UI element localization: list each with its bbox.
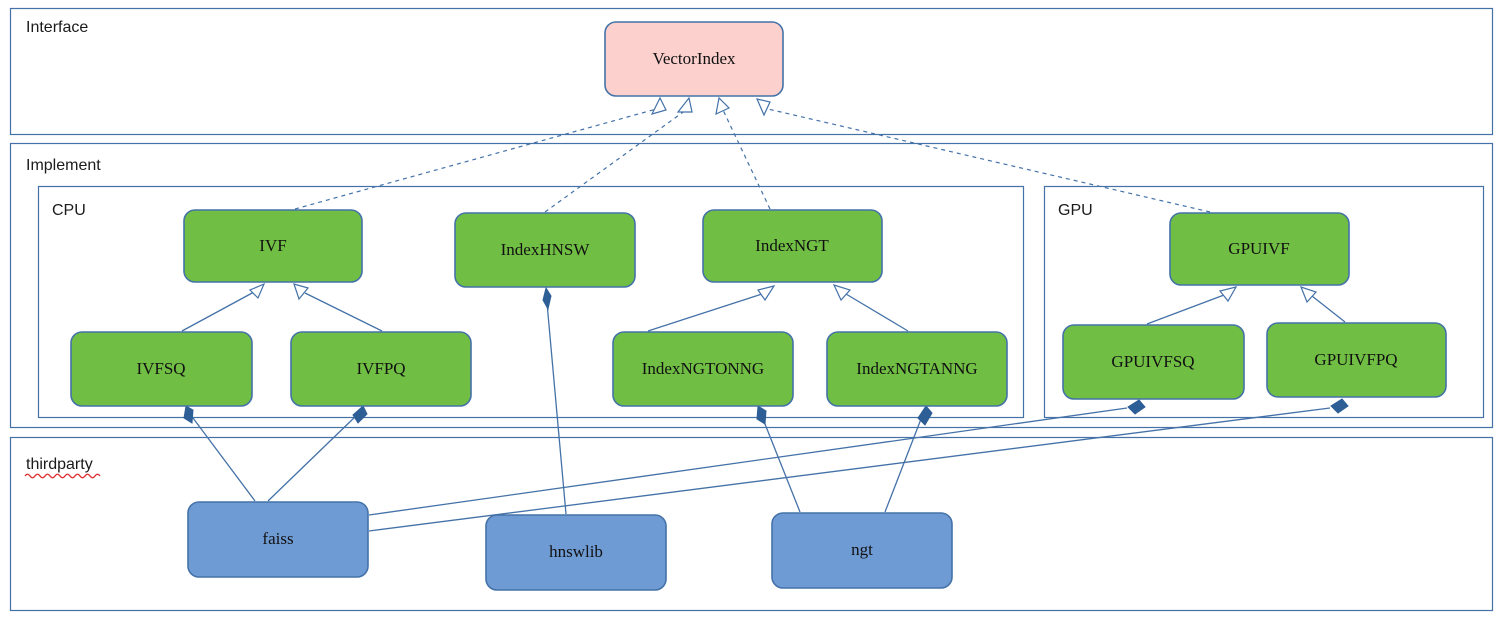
node-ivfpq-rect <box>290 331 472 407</box>
group-gpu-label: GPU <box>1058 202 1093 219</box>
spellcheck-squiggle-icon <box>24 473 101 479</box>
edge-ivfsq-to-ivf[interactable] <box>181 282 266 332</box>
edge-indexngtonng-to-indexngt[interactable] <box>647 285 776 332</box>
edge-ngt-to-indexngtanng[interactable] <box>884 405 933 513</box>
node-indexngtonng[interactable]: IndexNGTONNG <box>612 331 794 407</box>
node-indexngt-label: IndexNGT <box>755 236 829 255</box>
node-ngt-rect <box>771 512 953 589</box>
node-indexhnsw-rect <box>454 212 636 288</box>
hollow-triangle-arrowhead <box>715 96 731 116</box>
group-interface-label: Interface <box>26 19 88 36</box>
edges-composition <box>183 286 1349 532</box>
node-gpuivf[interactable]: GPUIVF <box>1169 212 1350 286</box>
edge-gpuivfpq-to-gpuivf[interactable] <box>1299 286 1346 323</box>
node-indexngt[interactable]: IndexNGT <box>702 209 883 283</box>
hollow-triangle-arrowhead <box>293 283 310 301</box>
filled-diamond-marker <box>756 405 767 425</box>
edge-ivfpq-to-ivf[interactable] <box>293 283 383 332</box>
node-vectorindex-rect <box>604 21 784 97</box>
node-gpuivfpq[interactable]: GPUIVFPQ <box>1266 322 1447 398</box>
node-hnswlib-rect <box>485 514 667 591</box>
hollow-triangle-arrowhead <box>757 285 776 302</box>
group-cpu-label: CPU <box>52 202 86 219</box>
edge-faiss-to-ivfsq[interactable] <box>183 405 256 502</box>
edge-faiss-to-ivfpq[interactable] <box>267 405 368 502</box>
group-thirdparty-label: thirdparty <box>26 456 93 473</box>
edge-indexhnsw-to-vectorindex[interactable] <box>544 96 693 213</box>
filled-diamond-marker <box>542 286 552 311</box>
edge-ngt-to-indexngtonng[interactable] <box>756 405 801 513</box>
node-ivfsq[interactable]: IVFSQ <box>70 331 253 407</box>
edge-indexngtanng-to-indexngt[interactable] <box>832 284 909 332</box>
edge-gpuivfsq-to-gpuivf[interactable] <box>1146 286 1238 325</box>
node-indexngtanng-label: IndexNGTANNG <box>856 359 977 378</box>
edge-indexngt-to-vectorindex[interactable] <box>715 96 771 210</box>
node-ivfsq-label: IVFSQ <box>136 359 185 378</box>
node-gpuivfpq-rect <box>1266 322 1447 398</box>
node-indexngtonng-label: IndexNGTONNG <box>642 359 764 378</box>
edge-ivf-to-vectorindex[interactable] <box>294 96 667 210</box>
node-indexngtanng[interactable]: IndexNGTANNG <box>826 331 1008 407</box>
node-indexngtonng-rect <box>612 331 794 407</box>
hollow-triangle-arrowhead <box>755 98 771 117</box>
edge-faiss-to-gpuivfsq[interactable] <box>368 399 1146 516</box>
hollow-triangle-arrowhead <box>832 284 852 302</box>
node-indexngt-rect <box>702 209 883 283</box>
node-ivfsq-rect <box>70 331 253 407</box>
node-gpuivf-rect <box>1169 212 1350 286</box>
filled-diamond-marker <box>1127 399 1146 415</box>
node-gpuivf-label: GPUIVF <box>1228 239 1289 258</box>
node-gpuivfpq-label: GPUIVFPQ <box>1314 350 1397 369</box>
edge-faiss-to-gpuivfpq[interactable] <box>368 398 1349 532</box>
node-gpuivfsq-label: GPUIVFSQ <box>1111 352 1194 371</box>
node-ivf-label: IVF <box>259 236 286 255</box>
node-ivfpq[interactable]: IVFPQ <box>290 331 472 407</box>
node-hnswlib-label: hnswlib <box>549 542 603 561</box>
node-ngt-label: ngt <box>851 540 873 559</box>
node-faiss[interactable]: faiss <box>187 501 369 578</box>
filled-diamond-marker <box>917 405 933 426</box>
edge-hnswlib-to-indexhnsw[interactable] <box>542 286 567 515</box>
group-implement-label: Implement <box>26 157 101 174</box>
node-indexhnsw-label: IndexHNSW <box>501 240 591 259</box>
node-ngt[interactable]: ngt <box>771 512 953 589</box>
node-ivf[interactable]: IVF <box>183 209 363 283</box>
node-gpuivfsq[interactable]: GPUIVFSQ <box>1062 324 1245 400</box>
node-hnswlib[interactable]: hnswlib <box>485 514 667 591</box>
hollow-triangle-arrowhead <box>248 282 266 300</box>
node-ivf-rect <box>183 209 363 283</box>
edges-realization <box>294 96 1211 213</box>
node-faiss-label: faiss <box>262 529 293 548</box>
node-faiss-rect <box>187 501 369 578</box>
filled-diamond-marker <box>183 405 194 424</box>
nodes: VectorIndex IVF IndexHNSW IndexNGT GPUIV… <box>70 21 1447 591</box>
node-vectorindex-label: VectorIndex <box>652 49 736 68</box>
node-ivfpq-label: IVFPQ <box>356 359 405 378</box>
hollow-triangle-arrowhead <box>676 96 693 113</box>
hollow-triangle-arrowhead <box>1218 286 1238 303</box>
node-indexngtanng-rect <box>826 331 1008 407</box>
hollow-triangle-arrowhead <box>1299 286 1318 304</box>
hollow-triangle-arrowhead <box>650 96 667 115</box>
node-vectorindex[interactable]: VectorIndex <box>604 21 784 97</box>
node-indexhnsw[interactable]: IndexHNSW <box>454 212 636 288</box>
filled-diamond-marker <box>1330 398 1349 414</box>
edge-gpuivf-to-vectorindex[interactable] <box>755 98 1211 213</box>
filled-diamond-marker <box>352 405 368 424</box>
edges-generalization <box>181 282 1346 332</box>
node-gpuivfsq-rect <box>1062 324 1245 400</box>
